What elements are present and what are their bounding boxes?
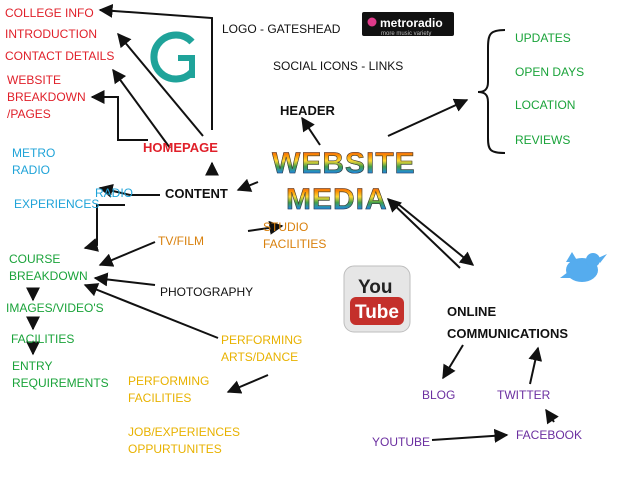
open-days-label: OPEN DAYS — [515, 65, 585, 79]
content-label: CONTENT — [165, 186, 228, 201]
college-info-label: COLLEGE INFO — [5, 6, 94, 20]
homepage-label: HOMEPAGE — [143, 140, 218, 155]
studio-facilities-label: STUDIO FACILITIES — [263, 220, 327, 251]
title-website: WEBSITE — [272, 147, 416, 180]
facilities-label: FACILITIES — [11, 332, 75, 346]
performing-facilities-label: PERFORMING FACILITIES — [128, 374, 210, 405]
metroradio-tagline: more music variety — [381, 31, 431, 37]
youtube-logo-icon: You Tube — [343, 265, 411, 333]
tvfilm-label: TV/FILM — [158, 234, 205, 248]
connector-arrows — [26, 3, 559, 443]
entry-requirements-label: ENTRY REQUIREMENTS — [12, 359, 109, 390]
location-label: LOCATION — [515, 98, 576, 112]
facebook-label: FACEBOOK — [516, 428, 583, 442]
header-label: HEADER — [280, 103, 335, 118]
logo-gateshead-label: LOGO - GATESHEAD — [222, 22, 341, 36]
photography-label: PHOTOGRAPHY — [160, 285, 254, 299]
course-breakdown-label: COURSE BREAKDOWN — [9, 252, 88, 283]
twitter-bird-icon — [560, 252, 607, 282]
youtube-label: YOUTUBE — [372, 435, 431, 449]
contact-details-label: CONTACT DETAILS — [5, 49, 115, 63]
blog-label: BLOG — [422, 388, 456, 402]
images-videos-label: IMAGES/VIDEO'S — [6, 301, 104, 315]
online-communications-label: ONLINE COMMUNICATIONS — [447, 304, 569, 341]
reviews-label: REVIEWS — [515, 133, 571, 147]
updates-label: UPDATES — [515, 31, 571, 45]
gateshead-logo-icon — [150, 31, 195, 83]
title-media: MEDIA — [286, 183, 388, 216]
radio-label: RADIO — [95, 186, 134, 200]
social-icons-label: SOCIAL ICONS - LINKS — [273, 59, 404, 73]
performing-arts-label: PERFORMING ARTS/DANCE — [221, 333, 303, 364]
youtube-logo-you: You — [358, 277, 392, 298]
metro-radio-label: METRO RADIO — [12, 146, 56, 177]
experiences-label: EXPERIENCES — [14, 197, 100, 211]
introduction-label: INTRODUCTION — [5, 27, 97, 41]
website-breakdown-label: WEBSITE BREAKDOWN /PAGES — [7, 73, 86, 121]
job-experiences-label: JOB/EXPERIENCES OPPURTUNITES — [128, 425, 241, 456]
metroradio-logo-text: metroradio — [380, 16, 443, 30]
updates-brace — [477, 29, 506, 154]
youtube-logo-tube: Tube — [355, 302, 399, 323]
metroradio-logo-icon: metroradio more music variety — [362, 12, 454, 37]
twitter-label: TWITTER — [497, 388, 551, 402]
